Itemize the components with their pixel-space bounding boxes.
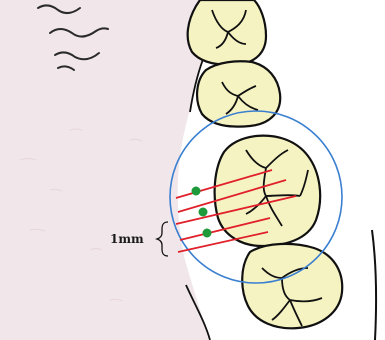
green-point-1 bbox=[192, 187, 201, 196]
tooth-premolar-second bbox=[197, 61, 280, 126]
tooth-premolar-upper bbox=[188, 0, 266, 65]
green-point-2 bbox=[199, 208, 208, 217]
green-point-3 bbox=[203, 229, 212, 238]
scale-label: 1mm bbox=[110, 232, 144, 246]
tooth-first-molar bbox=[215, 136, 321, 246]
tooth-second-molar bbox=[242, 244, 342, 328]
buccal-gum-line bbox=[372, 230, 376, 340]
measurement-points bbox=[192, 187, 212, 238]
